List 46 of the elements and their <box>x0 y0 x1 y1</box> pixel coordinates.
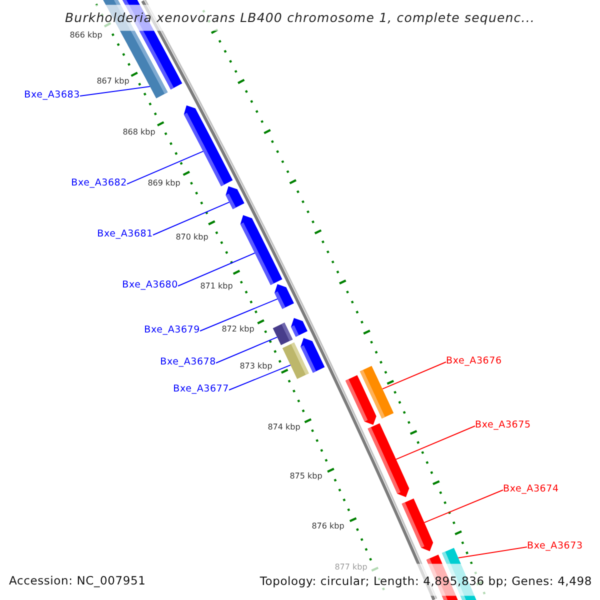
tick-label: 866 kbp <box>70 30 102 40</box>
gene-label: Bxe_A3678 <box>160 358 216 368</box>
gene-block <box>368 423 410 498</box>
gene-label: Bxe_A3683 <box>24 90 80 102</box>
gene-label: Bxe_A3675 <box>475 420 531 432</box>
gene-label: Bxe_A3681 <box>97 230 153 240</box>
leader-line <box>216 336 278 364</box>
leader-line <box>228 364 291 390</box>
gene-bar <box>272 322 293 346</box>
accession-text: Accession: NC_007951 <box>9 574 146 588</box>
tick-label: 873 kbp <box>240 361 272 371</box>
gene-block <box>240 215 282 285</box>
gene-label: Bxe_A3673 <box>527 542 583 552</box>
leader-line <box>80 86 150 96</box>
gene-label: Bxe_A3674 <box>503 484 559 496</box>
leader-line <box>396 426 476 460</box>
tick-label: 869 kbp <box>148 178 180 188</box>
gene-label: Bxe_A3677 <box>173 384 229 396</box>
gene-label: Bxe_A3682 <box>71 178 127 190</box>
leader-line <box>152 202 230 236</box>
tick-label: 868 kbp <box>122 127 156 137</box>
leader-line <box>200 298 278 332</box>
gene-block <box>300 338 325 373</box>
tick-label: 876 kbp <box>312 521 344 531</box>
gene-label: Bxe_A3679 <box>144 326 200 336</box>
leader-line <box>424 490 504 524</box>
gene-block <box>402 498 434 552</box>
gene-block <box>184 105 233 186</box>
tick-label: 871 kbp <box>200 280 233 290</box>
tick-label: 877 kbp <box>334 562 368 572</box>
leader-line <box>178 252 256 286</box>
gene-block <box>226 186 244 210</box>
gene-label: Bxe_A3680 <box>122 280 178 292</box>
leader-line <box>458 546 528 558</box>
leader-line <box>382 362 446 390</box>
gene-block <box>291 318 308 337</box>
tick-label: 870 kbp <box>176 232 208 242</box>
gene-label: Bxe_A3676 <box>446 356 502 368</box>
tick-label: 867 kbp <box>96 76 130 86</box>
gene-block <box>274 284 294 309</box>
genome-stats-text: Topology: circular; Length: 4,895,836 bp; Genes: 4,498 <box>260 574 592 588</box>
leader-line <box>126 150 204 184</box>
tick-label: 872 kbp <box>222 324 254 334</box>
gene-bar <box>360 366 394 419</box>
tick-label: 874 kbp <box>268 422 300 432</box>
tick-label: 875 kbp <box>290 471 322 481</box>
